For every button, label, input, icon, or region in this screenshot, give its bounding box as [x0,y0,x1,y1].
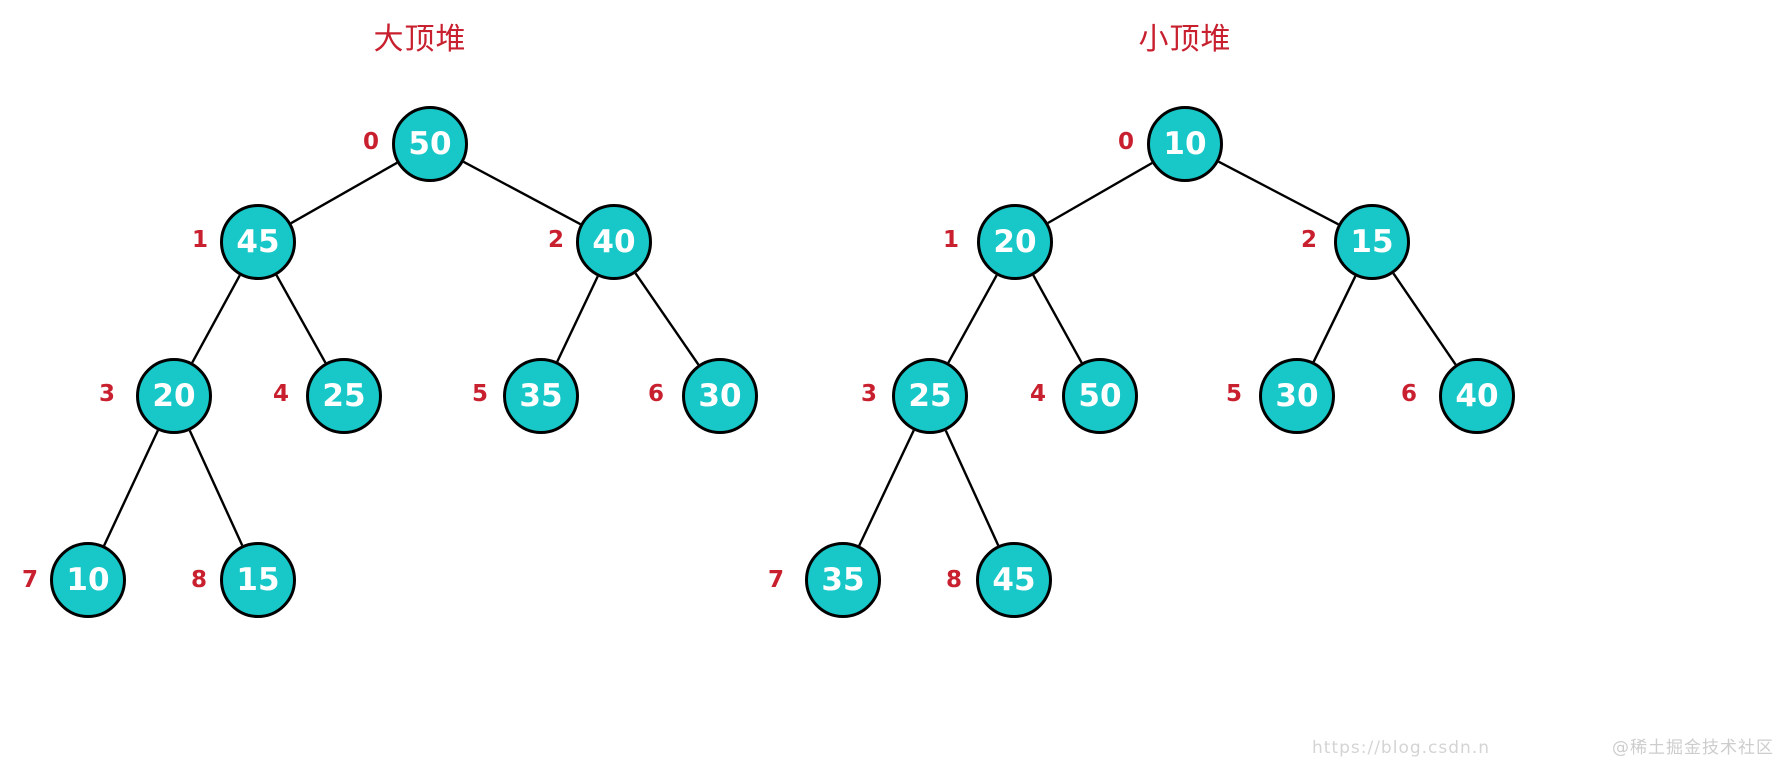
node-index-label: 8 [945,567,963,593]
node-index-label: 0 [362,129,380,155]
node-index-label: 7 [767,567,785,593]
node-index-label: 4 [1029,381,1047,407]
node-index-label: 1 [191,227,209,253]
node-index-label: 5 [471,381,489,407]
tree-edge [858,429,915,547]
tree-edge [191,274,241,364]
tree-node[interactable]: 20 [977,204,1053,280]
node-index-label: 0 [1117,129,1135,155]
heap-title-min-heap: 小顶堆 [1138,22,1232,57]
tree-edge [1047,161,1153,225]
tree-edge [1032,274,1083,364]
tree-edge [1218,160,1339,226]
tree-node[interactable]: 15 [1334,204,1410,280]
node-index-label: 5 [1225,381,1243,407]
tree-node[interactable]: 30 [1259,358,1335,434]
tree-node[interactable]: 25 [892,358,968,434]
tree-edge [275,274,327,364]
tree-node[interactable]: 40 [1439,358,1515,434]
tree-node[interactable]: 45 [220,204,296,280]
heap-title-max-heap: 大顶堆 [373,22,467,57]
tree-node[interactable]: 40 [576,204,652,280]
tree-node[interactable]: 35 [503,358,579,434]
tree-node[interactable]: 45 [976,542,1052,618]
tree-edge [103,429,159,547]
tree-edge [1312,275,1357,363]
node-index-label: 4 [272,381,290,407]
tree-node[interactable]: 20 [136,358,212,434]
tree-node[interactable]: 50 [392,106,468,182]
node-index-label: 3 [98,381,116,407]
tree-edge [188,430,244,546]
watermark-site: https://blog.csdn.n [1312,738,1490,758]
tree-node[interactable]: 35 [805,542,881,618]
tree-edge [290,161,398,225]
tree-edge [944,430,1000,546]
node-index-label: 6 [1400,381,1418,407]
node-index-label: 7 [21,567,39,593]
node-index-label: 2 [547,227,565,253]
tree-edge [947,274,998,364]
tree-node[interactable]: 10 [50,542,126,618]
node-index-label: 2 [1300,227,1318,253]
tree-edge [1392,272,1457,366]
tree-node[interactable]: 15 [220,542,296,618]
tree-edge [634,272,700,366]
node-index-label: 6 [647,381,665,407]
tree-node[interactable]: 25 [306,358,382,434]
node-index-label: 1 [942,227,960,253]
node-index-label: 8 [190,567,208,593]
tree-node[interactable]: 30 [682,358,758,434]
node-index-label: 3 [860,381,878,407]
watermark-community: @稀土掘金技术社区 [1612,738,1774,758]
tree-edge [556,275,599,363]
tree-edge [462,160,582,226]
tree-node[interactable]: 50 [1062,358,1138,434]
tree-node[interactable]: 10 [1147,106,1223,182]
